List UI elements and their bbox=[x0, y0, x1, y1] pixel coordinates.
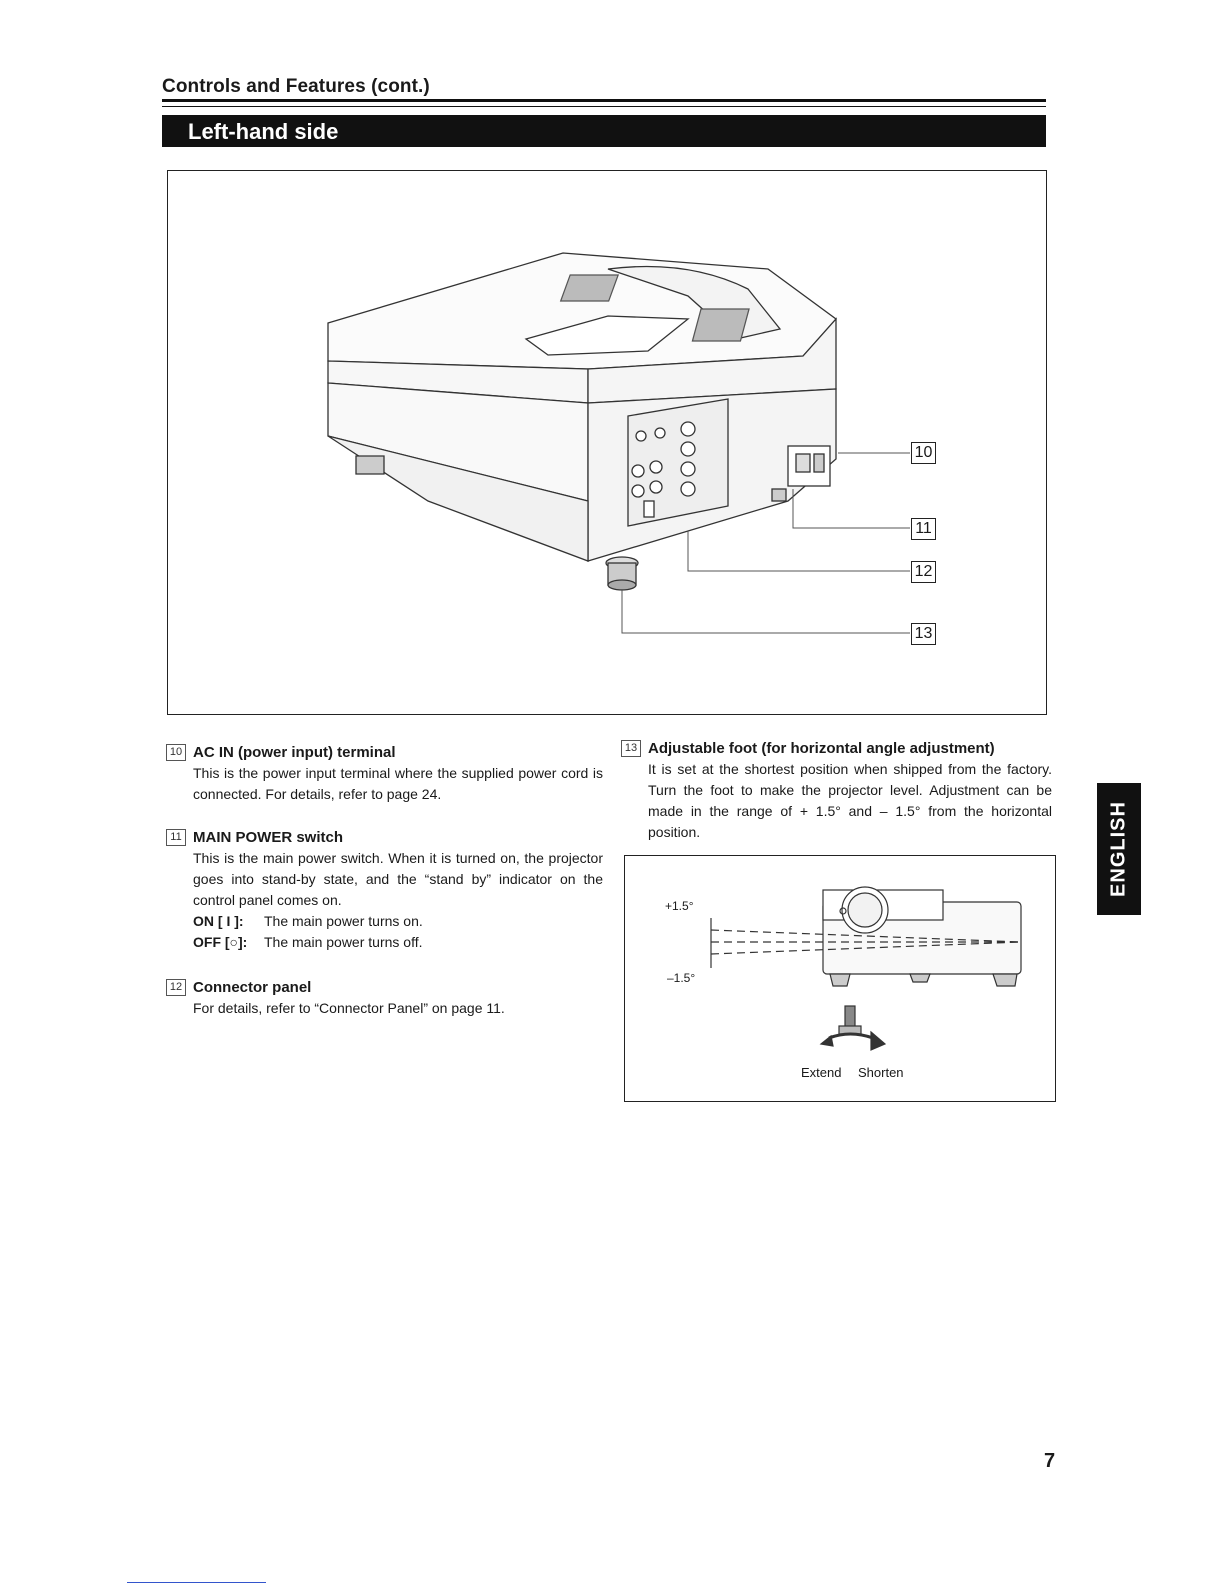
projector-illustration bbox=[327, 252, 910, 634]
item-main-power: 11 MAIN POWER switch This is the main po… bbox=[166, 827, 603, 953]
callout-12: 12 bbox=[911, 561, 936, 583]
item-description: This is the main power switch. When it i… bbox=[193, 850, 603, 908]
item-title: Adjustable foot (for horizontal angle ad… bbox=[648, 740, 995, 757]
footer-link-underline bbox=[127, 1582, 266, 1583]
item-number: 12 bbox=[166, 979, 186, 996]
projector-figure: 10 11 12 13 bbox=[167, 170, 1047, 715]
item-number: 13 bbox=[621, 740, 641, 757]
callout-10: 10 bbox=[911, 442, 936, 464]
extend-label: Extend bbox=[801, 1065, 842, 1080]
header-rule-thick bbox=[162, 99, 1046, 102]
item-ac-in: 10 AC IN (power input) terminal This is … bbox=[166, 742, 603, 805]
on-row: ON [ I ]: The main power turns on. bbox=[193, 911, 603, 932]
item-description: This is the power input terminal where t… bbox=[193, 765, 603, 802]
page-header-title: Controls and Features (cont.) bbox=[162, 76, 430, 97]
off-label: OFF [○]: bbox=[193, 934, 248, 950]
on-text: The main power turns on. bbox=[264, 913, 423, 929]
item-title: AC IN (power input) terminal bbox=[193, 744, 396, 761]
header-rule-thin bbox=[162, 106, 1046, 107]
callout-11: 11 bbox=[911, 518, 936, 540]
item-number: 10 bbox=[166, 744, 186, 761]
off-text: The main power turns off. bbox=[264, 934, 423, 950]
page-number: 7 bbox=[1044, 1450, 1056, 1472]
foot-adjustment-diagram: +1.5° –1.5° Extend Shorten bbox=[624, 855, 1056, 1102]
plus-angle-label: +1.5° bbox=[665, 899, 694, 913]
item-adjustable-foot: 13 Adjustable foot (for horizontal angle… bbox=[621, 738, 1052, 843]
item-number: 11 bbox=[166, 829, 186, 846]
item-description: It is set at the shortest position when … bbox=[648, 761, 1052, 840]
foot-illustration bbox=[710, 886, 1022, 1051]
on-label: ON [ I ]: bbox=[193, 913, 244, 929]
language-tab: ENGLISH bbox=[1097, 783, 1141, 915]
item-connector-panel: 12 Connector panel For details, refer to… bbox=[166, 977, 603, 1019]
shorten-label: Shorten bbox=[858, 1065, 904, 1080]
language-label: ENGLISH bbox=[1107, 801, 1130, 897]
callout-13: 13 bbox=[911, 623, 936, 645]
item-description: For details, refer to “Connector Panel” … bbox=[193, 1000, 505, 1016]
item-title: Connector panel bbox=[193, 979, 312, 996]
section-banner: Left-hand side bbox=[162, 115, 1046, 147]
section-title: Left-hand side bbox=[188, 119, 339, 144]
item-title: MAIN POWER switch bbox=[193, 829, 344, 846]
off-row: OFF [○]: The main power turns off. bbox=[193, 932, 603, 953]
minus-angle-label: –1.5° bbox=[667, 971, 696, 985]
